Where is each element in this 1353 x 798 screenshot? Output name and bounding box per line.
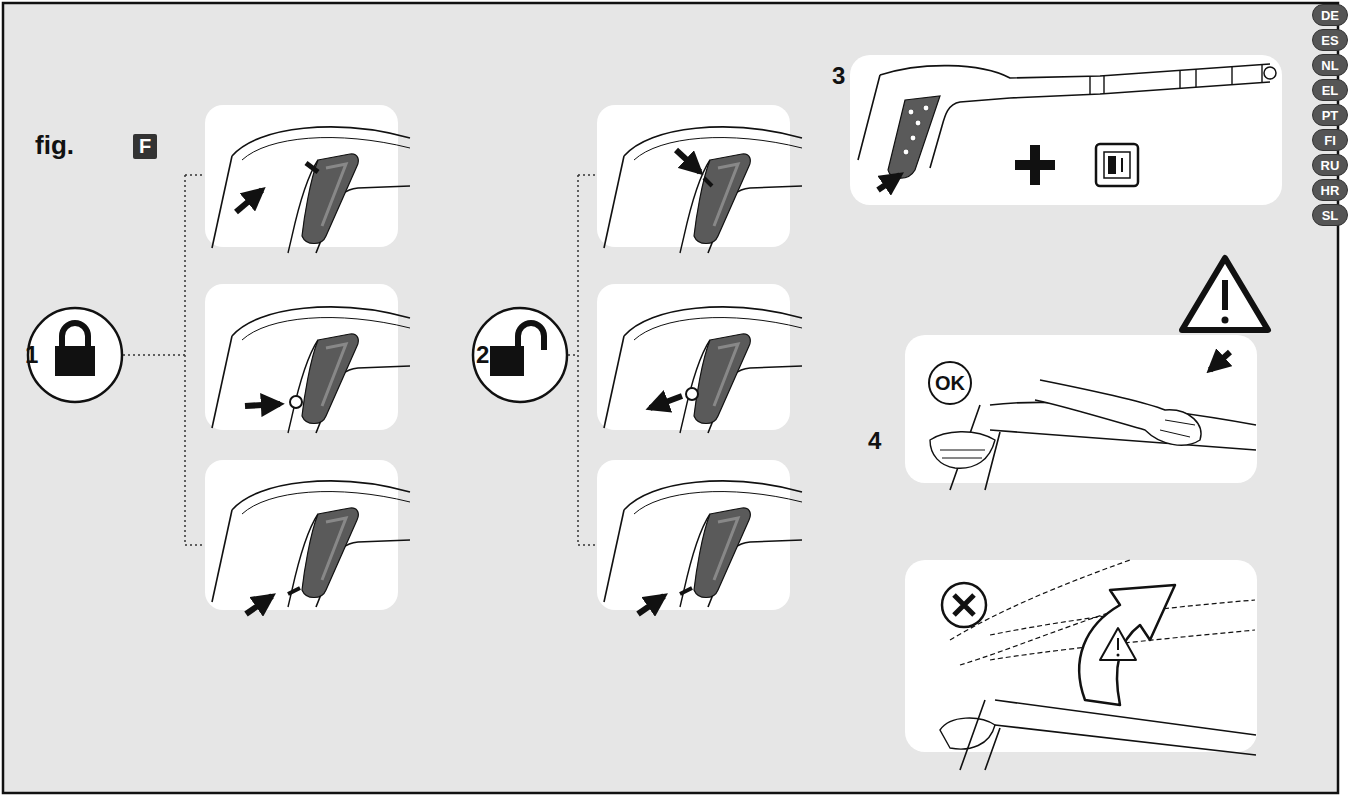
node-text: DE: [1321, 8, 1339, 23]
node-text: NL: [1321, 58, 1338, 73]
node-text: RU: [1321, 158, 1340, 173]
node-text: F: [139, 135, 151, 158]
step-number: 3: [832, 62, 845, 90]
language-tag: ES: [1312, 29, 1348, 51]
step-number: 4: [868, 427, 881, 455]
language-tag: DE: [1312, 4, 1348, 26]
step-number: 2: [476, 341, 489, 369]
step-number: 1: [25, 341, 38, 369]
node-text: HR: [1321, 183, 1340, 198]
language-tag: SL: [1312, 204, 1348, 226]
node-text: ES: [1321, 33, 1338, 48]
node-text: PT: [1322, 108, 1339, 123]
language-tag: HR: [1312, 179, 1348, 201]
language-tag: EL: [1312, 79, 1348, 101]
node-text: SL: [1322, 208, 1339, 223]
language-tag: FI: [1312, 129, 1348, 151]
language-tag: NL: [1312, 54, 1348, 76]
node-text: EL: [1322, 83, 1339, 98]
language-tag: RU: [1312, 154, 1348, 176]
figure-letter-box: F: [133, 134, 157, 159]
node-text: FI: [1324, 133, 1336, 148]
ok-circle: OK: [928, 361, 972, 405]
language-tag: PT: [1312, 104, 1348, 126]
node-text: OK: [935, 372, 965, 395]
figure-label: fig.: [35, 130, 74, 161]
